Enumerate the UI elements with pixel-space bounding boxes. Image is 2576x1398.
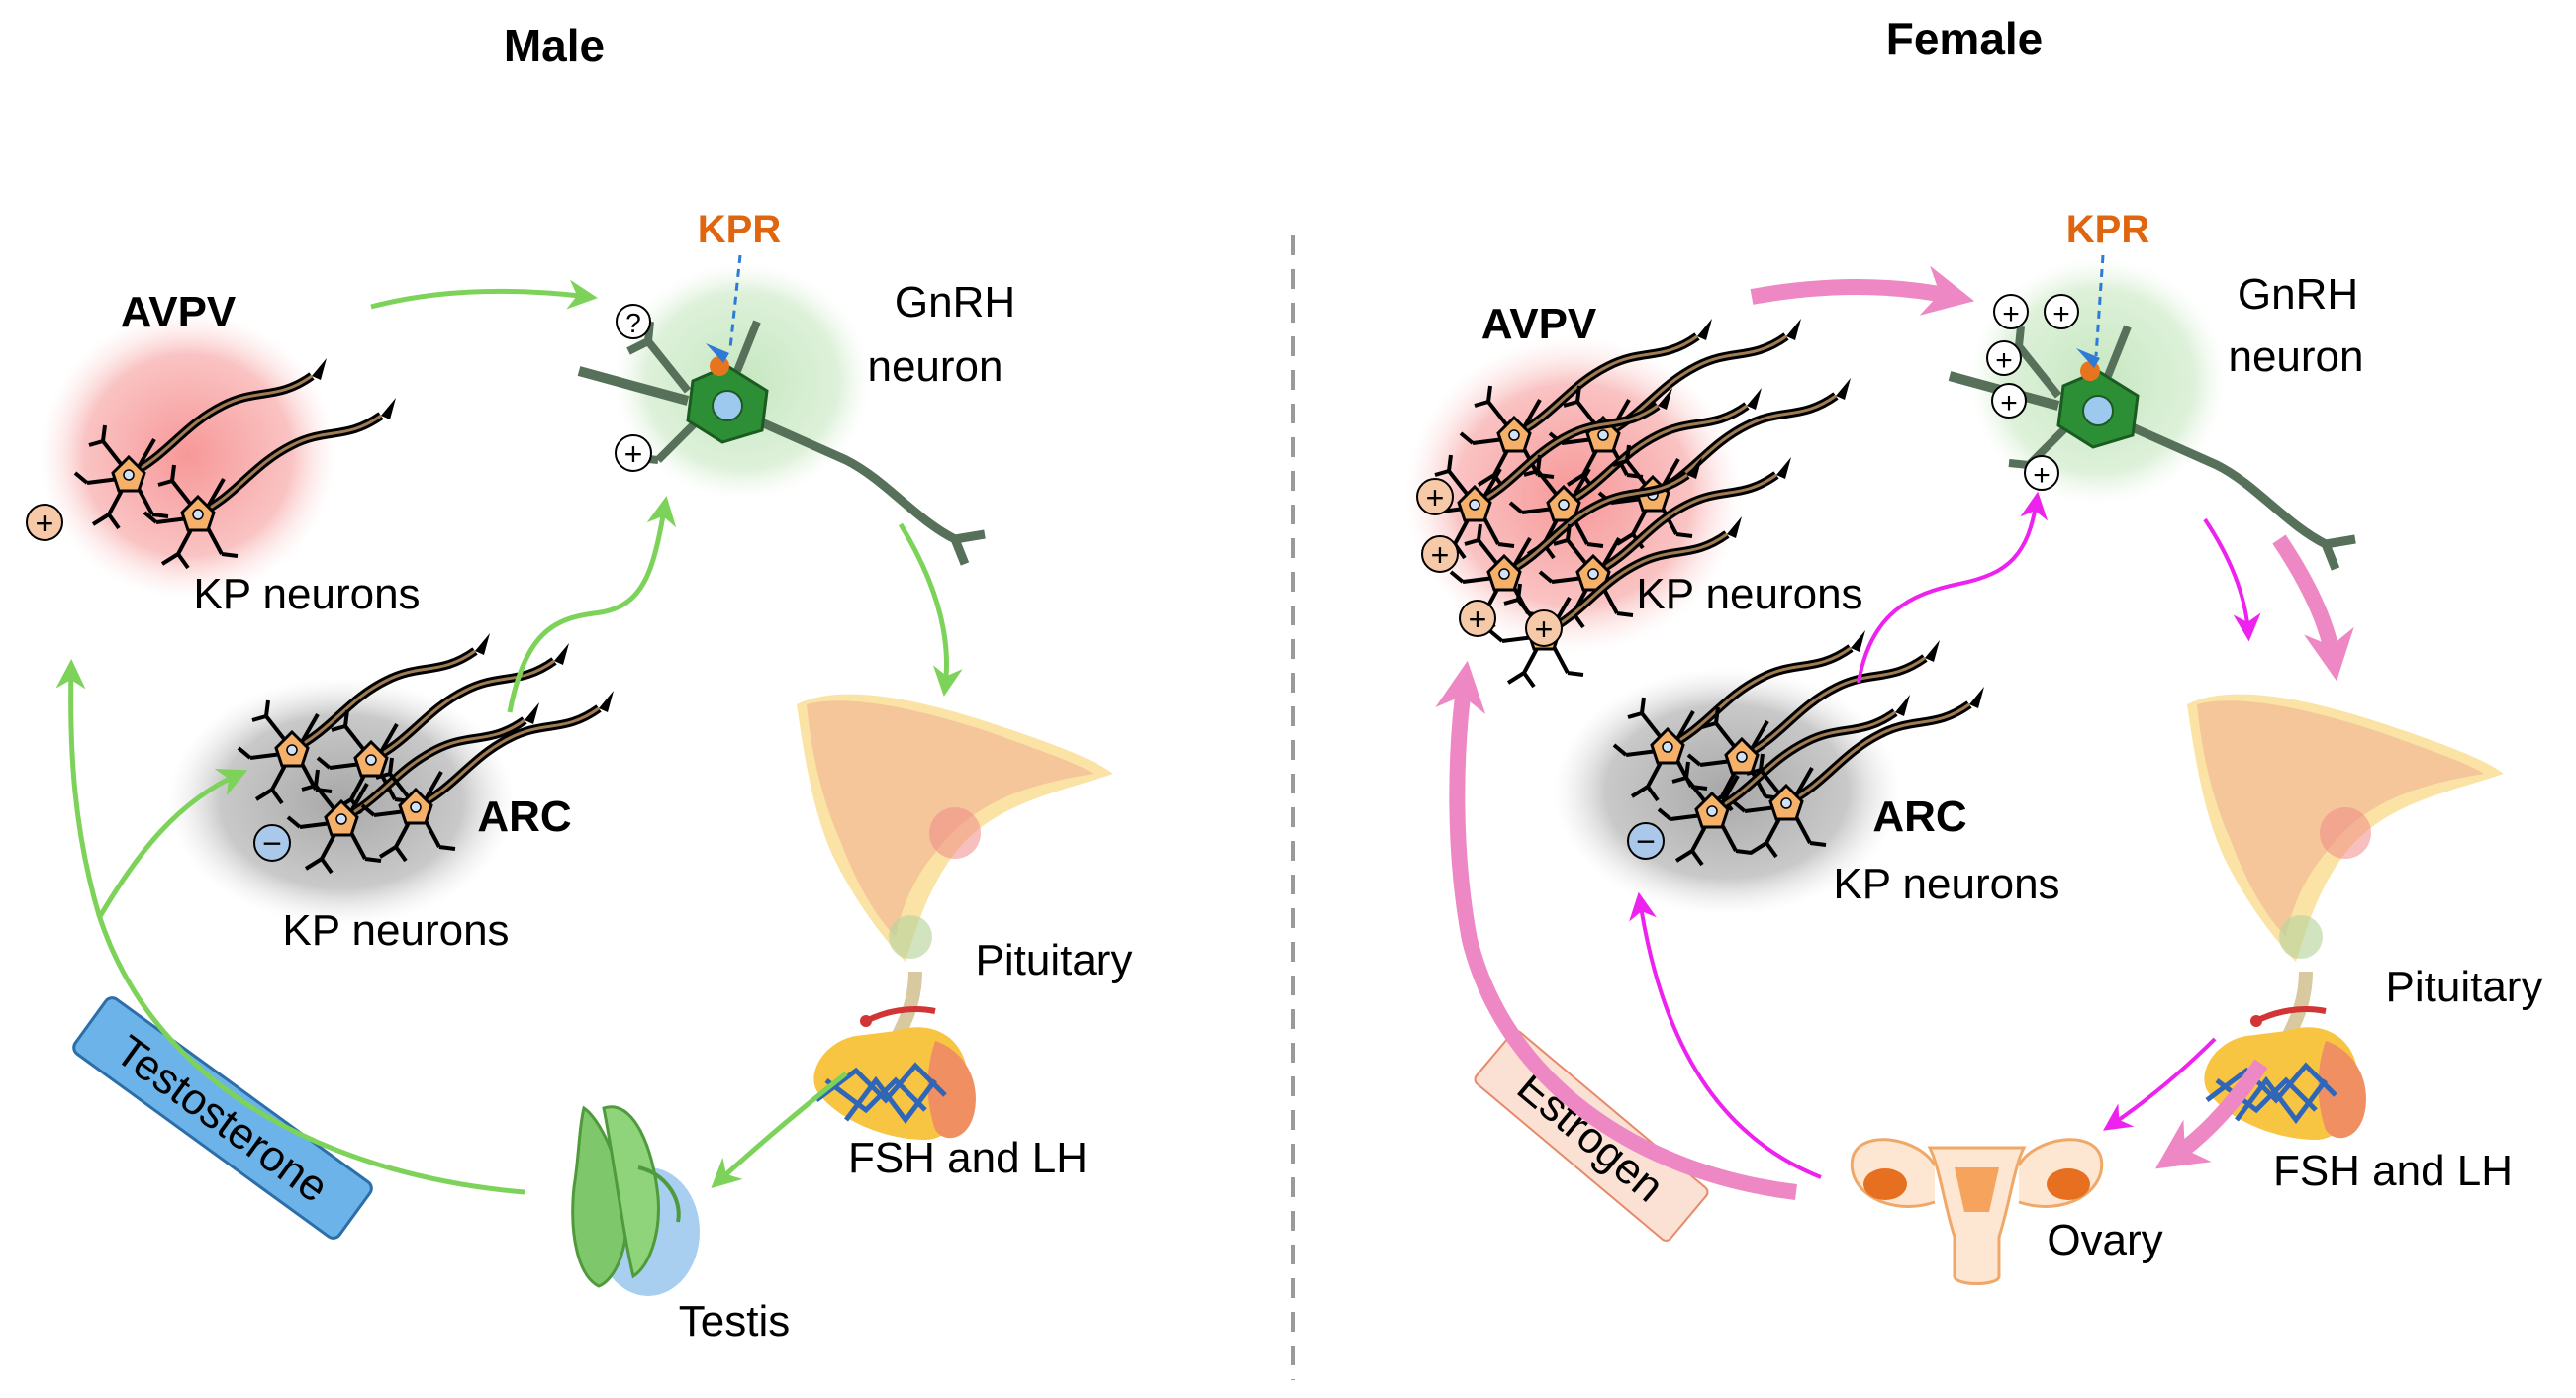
svg-text:+: + [36,506,54,541]
female-avpv-label: AVPV [1481,300,1597,348]
male-arrow-avpv-to-gnrh [370,279,598,310]
female-ovary-label: Ovary [2047,1216,2162,1264]
male-gnrh-plus-icon: + [615,434,652,472]
female-gnrh-label-line2: neuron [2228,332,2363,381]
female-estrogen-box: Estrogen [1474,1030,1709,1242]
female-arc-minus-icon: − [1627,822,1665,861]
female-title: Female [1886,13,2044,64]
svg-text:+: + [1469,602,1487,637]
male-avpv-neurons-label: KP neurons [193,570,420,618]
male-arrow-pituitary-to-testis [711,1072,848,1189]
svg-text:−: − [1636,823,1656,861]
female-gnrh-label-line1: GnRH [2238,270,2358,319]
male-arc-neurons-label: KP neurons [282,906,509,955]
svg-text:+: + [2002,298,2020,330]
male-title: Male [504,20,605,71]
female-thin-arrow-ovary-to-arc [1629,891,1822,1179]
male-gnrh-label-line1: GnRH [895,278,1015,326]
svg-text:−: − [262,825,282,863]
male-arrow-feedback-to-arc [96,768,248,920]
male-gnrh-label-line2: neuron [867,342,1002,391]
svg-text:+: + [1995,344,2013,377]
female-thin-arrow-pituitary-to-ovary [2103,1037,2217,1131]
female-arrows [1435,265,2354,1200]
male-avpv-region [40,312,336,599]
male-testosterone-box: Testosterone [72,996,373,1240]
male-pituitary-label: Pituitary [976,936,1133,984]
female-arc-label: ARC [1872,792,1966,841]
female-ovary-icon [1850,1138,2104,1285]
male-arrow-testis-feedback [55,659,525,1195]
svg-text:+: + [2000,387,2018,419]
male-gnrh-question-icon: ? [616,304,651,339]
male-avpv-label: AVPV [121,288,237,336]
female-arc-neurons-label: KP neurons [1833,860,2059,908]
svg-text:+: + [1431,537,1450,573]
male-testis-icon [571,1105,700,1296]
female-thick-arrow-estrogen-feedback [1435,660,1797,1200]
female-gnrh-plus-icons: + + + + + [1986,294,2079,492]
female-kpr-dashed-line [2094,254,2105,357]
svg-text:+: + [1535,611,1554,647]
female-thick-arrow-avpv-to-gnrh [1750,265,1975,316]
male-hormones-label: FSH and LH [848,1134,1088,1182]
svg-text:+: + [624,436,643,472]
male-arrow-gnrh-to-pituitary [898,522,963,697]
female-panel: Female AVPV KP neurons + + + + [1405,13,2543,1285]
female-thick-arrow-gnrh-to-pituitary [2272,534,2354,682]
female-estrogen-label: Estrogen [1508,1063,1672,1212]
female-thin-arrow-arc-to-gnrh [1857,491,2049,684]
female-avpv-plus-icons: + + + + [1416,478,1563,647]
male-panel: Male AVPV KP neurons + ARC KP neurons − [26,20,1133,1346]
male-testosterone-label: Testosterone [107,1026,337,1212]
female-thick-arrow-pituitary-to-ovary [2154,1059,2268,1169]
svg-text:+: + [2033,459,2051,492]
male-testis-label: Testis [679,1297,790,1346]
male-kpr-label: KPR [698,208,782,251]
male-arc-minus-icon: − [253,824,291,863]
svg-text:+: + [1426,480,1445,515]
male-kpr-dashed-line [728,254,742,349]
male-arc-label: ARC [477,792,571,841]
female-kpr-label: KPR [2066,208,2150,251]
female-pituitary-label: Pituitary [2386,963,2543,1011]
male-arrows [55,279,963,1195]
male-avpv-plus-icon: + [26,504,63,541]
female-pituitary-icon [2187,695,2504,1140]
svg-text:?: ? [625,308,641,338]
male-arrow-arc-to-gnrh [507,496,677,713]
female-hormones-label: FSH and LH [2273,1147,2513,1195]
female-thin-arrow-gnrh-to-pituitary [2203,517,2261,642]
svg-text:+: + [2052,298,2070,330]
female-avpv-neurons-label: KP neurons [1636,570,1862,618]
